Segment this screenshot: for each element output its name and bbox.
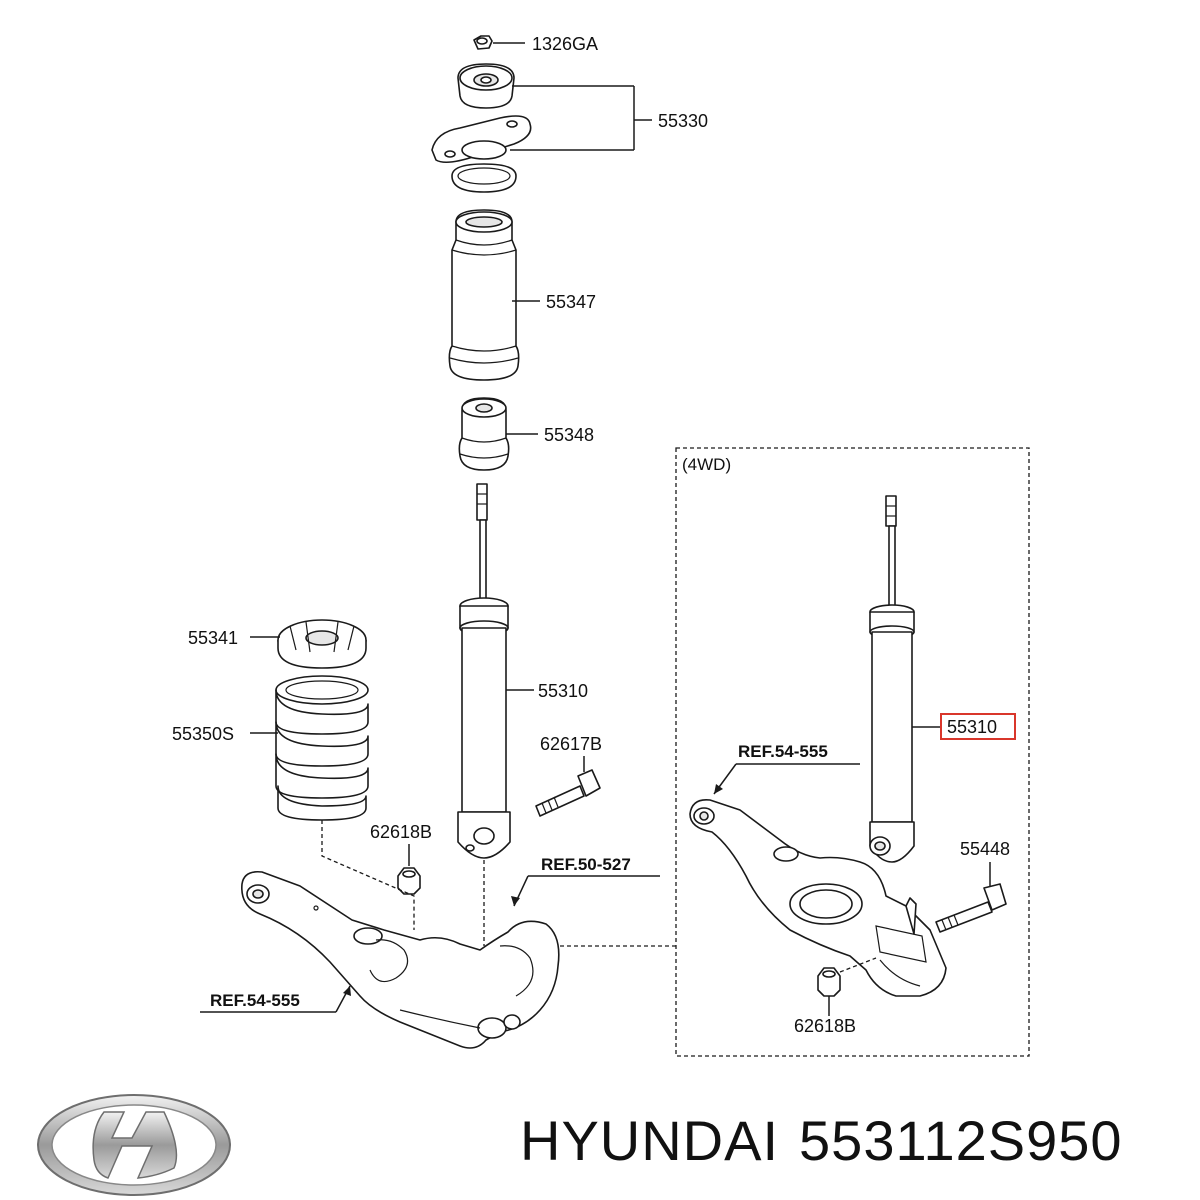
spring-guide-line — [321, 820, 415, 930]
label-62618b-4wd: 62618B — [794, 1016, 856, 1036]
highlight-box — [940, 713, 1016, 740]
ref-54-555-4wd: REF.54-555 — [738, 742, 828, 761]
label-62618b-left: 62618B — [370, 822, 432, 842]
bolt — [535, 756, 601, 817]
bump-stopper — [458, 397, 538, 471]
top-nut — [473, 35, 525, 50]
label-55341: 55341 — [188, 628, 238, 648]
ref-54-555-4wd-leader — [713, 763, 860, 795]
label-55448: 55448 — [960, 839, 1010, 859]
label-55347: 55347 — [546, 292, 596, 312]
strut-mount — [431, 63, 652, 193]
label-55348: 55348 — [544, 425, 594, 445]
ref-54-555-left: REF.54-555 — [210, 991, 300, 1010]
spring-pad — [250, 619, 367, 669]
hyundai-logo-icon — [37, 1094, 231, 1196]
label-55350s: 55350S — [172, 724, 234, 744]
shock-absorber-4wd — [869, 495, 942, 863]
ref-50-527-leader — [511, 875, 660, 907]
nut-4wd — [817, 957, 877, 1016]
dust-cover — [448, 209, 540, 381]
lower-arm-assembly — [241, 870, 560, 1049]
footer-caption: HYUNDAI 553112S950 — [520, 1108, 1143, 1173]
label-62617b: 62617B — [540, 734, 602, 754]
label-55330: 55330 — [658, 111, 708, 131]
label-1326ga: 1326GA — [532, 34, 598, 54]
ref-50-527: REF.50-527 — [541, 855, 631, 874]
4wd-title: (4WD) — [682, 455, 731, 474]
lower-arm-4wd — [689, 798, 947, 997]
label-55310-4wd: 55310 — [947, 717, 997, 737]
coil-spring — [250, 675, 369, 821]
shock-absorber — [457, 483, 534, 859]
lower-nut — [397, 844, 421, 895]
label-55310-left: 55310 — [538, 681, 588, 701]
4wd-box — [675, 447, 1030, 1057]
footer-part-number: 553112S950 — [799, 1109, 1123, 1172]
bolt-4wd — [935, 862, 1007, 933]
ref-54-555-left-leader — [200, 985, 351, 1013]
footer-brand: HYUNDAI — [520, 1109, 780, 1172]
